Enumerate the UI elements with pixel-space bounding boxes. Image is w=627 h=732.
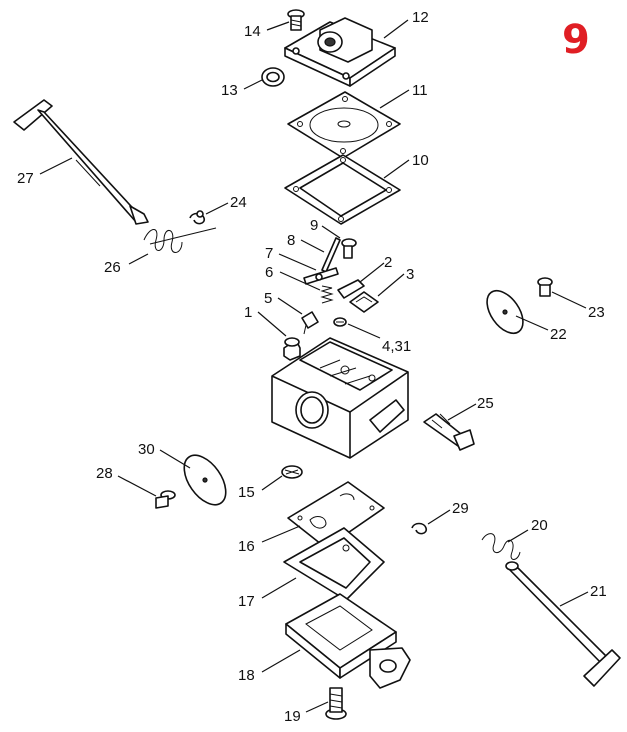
part-6-spring bbox=[320, 285, 334, 304]
part-9-screw bbox=[341, 238, 357, 259]
callout-12: 12 bbox=[412, 9, 429, 26]
callout-6: 6 bbox=[265, 264, 273, 281]
part-16-diaphragm bbox=[287, 481, 385, 549]
callout-9: 9 bbox=[310, 217, 318, 234]
part-26-spring bbox=[143, 227, 217, 253]
callout-16: 16 bbox=[238, 538, 255, 555]
callout-20: 20 bbox=[531, 517, 548, 534]
callout-24: 24 bbox=[230, 194, 247, 211]
callout-29: 29 bbox=[452, 500, 469, 517]
callout-8: 8 bbox=[287, 232, 295, 249]
part-29-clip bbox=[411, 522, 428, 535]
part-17-gasket bbox=[283, 527, 385, 601]
part-12-pump-cover bbox=[284, 17, 396, 87]
callout-25: 25 bbox=[477, 395, 494, 412]
callout-19: 19 bbox=[284, 708, 301, 725]
part-1-sleeve bbox=[283, 337, 301, 361]
callout-23: 23 bbox=[588, 304, 605, 321]
callout-26: 26 bbox=[104, 259, 121, 276]
callout-18: 18 bbox=[238, 667, 255, 684]
part-4-31-plug bbox=[333, 317, 347, 327]
part-30-disc bbox=[183, 454, 227, 506]
part-27-throttle-shaft bbox=[13, 99, 149, 225]
part-5-needle bbox=[301, 311, 319, 335]
part-21-shaft bbox=[505, 561, 621, 687]
part-13-o-ring bbox=[261, 67, 285, 87]
callout-10: 10 bbox=[412, 152, 429, 169]
part-8-pin bbox=[321, 237, 341, 273]
callout-5: 5 bbox=[264, 290, 272, 307]
part-19-screw bbox=[325, 687, 347, 720]
part-15-filter bbox=[281, 465, 303, 479]
callout-11: 11 bbox=[412, 82, 428, 99]
callout-30: 30 bbox=[138, 441, 155, 458]
part-10-gasket bbox=[284, 154, 401, 225]
callout-7: 7 bbox=[265, 245, 273, 262]
part-7-lever bbox=[303, 267, 339, 285]
callout-1: 1 bbox=[244, 304, 252, 321]
part-11-diaphragm bbox=[287, 91, 401, 159]
part-20-spring bbox=[481, 533, 521, 560]
part-25-adjust-screw bbox=[423, 413, 475, 451]
callout-28: 28 bbox=[96, 465, 113, 482]
callout-15: 15 bbox=[238, 484, 255, 501]
part-18-cover bbox=[285, 593, 411, 689]
callout-27: 27 bbox=[17, 170, 34, 187]
part-2-block bbox=[337, 279, 365, 299]
callout-2: 2 bbox=[384, 254, 392, 271]
part-23-screw bbox=[537, 277, 553, 297]
page-number: 9 bbox=[562, 17, 590, 63]
callout-17: 17 bbox=[238, 593, 255, 610]
callout-22: 22 bbox=[550, 326, 567, 343]
part-carburetor-body bbox=[271, 337, 409, 459]
part-28-screw bbox=[155, 490, 176, 509]
part-22-disc bbox=[486, 289, 524, 335]
part-3-cap bbox=[349, 291, 379, 313]
leader-lines bbox=[39, 19, 589, 713]
callout-21: 21 bbox=[590, 583, 607, 600]
part-14-screw bbox=[287, 9, 305, 31]
callout-4-31: 4,31 bbox=[382, 338, 411, 355]
callout-14: 14 bbox=[244, 23, 261, 40]
callout-3: 3 bbox=[406, 266, 414, 283]
part-24-clip bbox=[189, 210, 206, 225]
callout-13: 13 bbox=[221, 82, 238, 99]
